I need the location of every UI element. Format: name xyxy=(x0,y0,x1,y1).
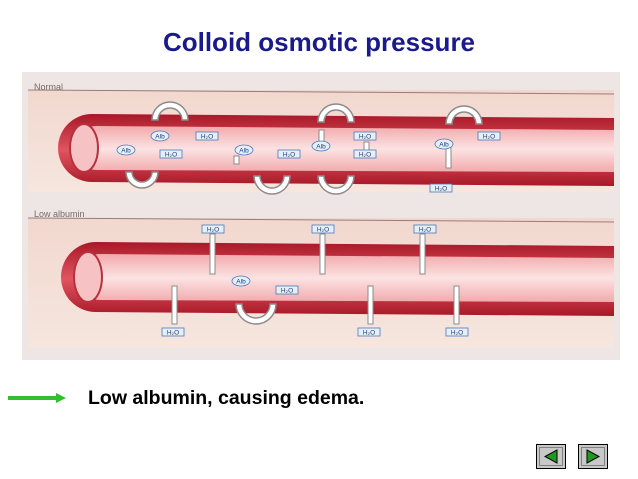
svg-text:H₂O: H₂O xyxy=(281,288,293,295)
arrow-shaft xyxy=(419,233,426,275)
vessel-diagram: Normal xyxy=(22,72,620,360)
curved-arrows-top xyxy=(151,101,483,125)
curved-arrow xyxy=(317,103,355,123)
water-tag: H₂O xyxy=(277,149,301,159)
svg-text:Alb: Alb xyxy=(236,279,246,286)
panel-low-albumin: Low albumin H₂O H₂O H₂O Alb H₂O xyxy=(27,209,615,348)
albumin-tag: Alb xyxy=(150,130,170,142)
svg-text:H₂O: H₂O xyxy=(363,330,375,337)
curved-arrow xyxy=(151,101,189,121)
water-tag: H₂O xyxy=(357,327,381,337)
arrow-shaft xyxy=(453,285,460,325)
albumin-tag: Alb xyxy=(116,144,136,156)
vessel-opening xyxy=(73,251,103,303)
arrow-shaft xyxy=(367,285,374,325)
water-tag: H₂O xyxy=(477,131,501,141)
curved-arrows-bottom xyxy=(235,303,277,325)
albumin-tag: Alb xyxy=(234,144,254,156)
svg-text:H₂O: H₂O xyxy=(317,227,329,234)
vessel-lumen xyxy=(77,254,614,302)
curved-arrow xyxy=(317,175,355,195)
curved-arrow xyxy=(235,303,277,325)
svg-text:H₂O: H₂O xyxy=(283,152,295,159)
panel-normal: Normal xyxy=(27,82,615,195)
previous-slide-button[interactable] xyxy=(536,444,566,469)
svg-text:H₂O: H₂O xyxy=(207,227,219,234)
svg-text:H₂O: H₂O xyxy=(483,134,495,141)
water-tag: H₂O xyxy=(429,183,453,193)
slide-caption: Low albumin, causing edema. xyxy=(88,387,365,409)
svg-text:Alb: Alb xyxy=(439,142,449,149)
curved-arrow xyxy=(445,105,483,125)
water-tag: H₂O xyxy=(161,327,185,337)
svg-text:H₂O: H₂O xyxy=(419,227,431,234)
svg-text:Alb: Alb xyxy=(155,134,165,141)
svg-text:H₂O: H₂O xyxy=(359,134,371,141)
svg-text:H₂O: H₂O xyxy=(167,330,179,337)
water-tag: H₂O xyxy=(353,131,377,141)
water-tag: H₂O xyxy=(353,149,377,159)
water-tag: H₂O xyxy=(159,149,183,159)
slide-title: Colloid osmotic pressure xyxy=(162,27,476,57)
svg-text:H₂O: H₂O xyxy=(435,186,447,193)
panel-label-low-albumin: Low albumin xyxy=(34,209,85,219)
arrow-shaft xyxy=(233,155,240,165)
water-tag: H₂O xyxy=(275,285,299,295)
albumin-tag: Alb xyxy=(231,275,251,287)
svg-text:Alb: Alb xyxy=(316,144,326,151)
svg-text:H₂O: H₂O xyxy=(451,330,463,337)
molecule-tags: H₂O H₂O H₂O Alb H₂O H₂O H₂O H₂O xyxy=(161,224,469,337)
arrow-shaft xyxy=(209,233,216,275)
svg-text:Alb: Alb xyxy=(121,148,131,155)
panel-divider xyxy=(27,89,615,95)
water-tag: H₂O xyxy=(311,224,335,234)
water-tag: H₂O xyxy=(413,224,437,234)
svg-text:H₂O: H₂O xyxy=(201,134,213,141)
arrow-shaft xyxy=(171,285,178,325)
curved-arrow xyxy=(253,175,291,195)
next-slide-button[interactable] xyxy=(578,444,608,469)
molecule-tags: Alb Alb H₂O H₂O Alb H₂O Alb H₂O H₂O Alb … xyxy=(116,130,501,193)
arrow-shaft xyxy=(319,233,326,275)
water-tag: H₂O xyxy=(195,131,219,141)
albumin-tag: Alb xyxy=(311,140,331,152)
svg-text:H₂O: H₂O xyxy=(359,152,371,159)
water-tag: H₂O xyxy=(445,327,469,337)
panel-label-normal: Normal xyxy=(34,82,63,92)
curved-arrows-bottom xyxy=(125,171,355,195)
triangle-right-icon xyxy=(586,449,601,464)
straight-arrows xyxy=(171,233,460,325)
triangle-left-icon xyxy=(543,449,558,464)
svg-text:H₂O: H₂O xyxy=(165,152,177,159)
vessel-opening xyxy=(69,123,99,173)
arrow-bullet-icon xyxy=(8,390,66,408)
svg-text:Alb: Alb xyxy=(239,148,249,155)
water-tag: H₂O xyxy=(201,224,225,234)
panel-divider xyxy=(27,217,615,223)
curved-arrow xyxy=(125,171,159,189)
vessel-diagram-svg: Normal xyxy=(27,82,615,348)
albumin-tag: Alb xyxy=(434,138,454,150)
